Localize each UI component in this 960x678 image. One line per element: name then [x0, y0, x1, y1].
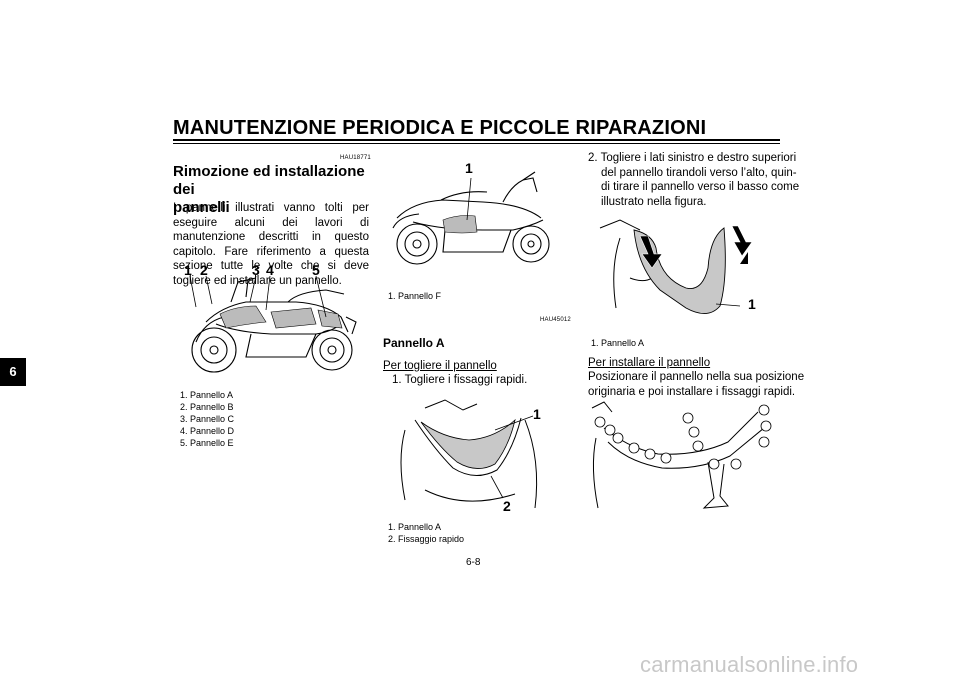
- callout-2: 2: [503, 498, 511, 514]
- step2-line3: di tirare il pannello verso il basso com…: [601, 181, 800, 194]
- callout-1: 1: [748, 296, 756, 312]
- section-title-line2: pannelli: [173, 199, 230, 216]
- step2-line2: del pannello tirandoli verso l’alto, qui…: [601, 166, 797, 179]
- figure3-captions: 1. Pannello A 2. Fissaggio rapido: [388, 521, 464, 545]
- figure-front-panel: 1 2: [385, 390, 550, 515]
- callout-4: 4: [266, 262, 274, 278]
- callout-2: 2: [200, 262, 208, 278]
- caption-item: 3. Pannello C: [180, 414, 235, 424]
- section-code: HAU18771: [340, 155, 371, 161]
- section-body: I pannelli illustrati vanno tolti per es…: [173, 202, 369, 287]
- chapter-tab[interactable]: 6: [0, 358, 26, 386]
- subsection-title: Pannello A: [383, 336, 445, 350]
- panel-removal-illustration: [599, 219, 753, 314]
- figure2-captions: 1. Pannello F: [388, 290, 441, 302]
- figure1-captions: 1. Pannello A 2. Pannello B 3. Pannello …: [180, 389, 234, 449]
- step2-line1: 2. Togliere i lati sinistro e destro sup…: [588, 152, 797, 164]
- step2-line4: illustrato nella figura.: [601, 195, 707, 208]
- caption-item: 1. Pannello A: [388, 522, 442, 532]
- section-title: Rimozione ed installazione dei pannelli: [173, 163, 373, 217]
- caption-item: 5. Pannello E: [180, 438, 234, 448]
- title-rule: [173, 139, 780, 141]
- panel-installation-illustration: [591, 401, 772, 509]
- step1: 1. Togliere i fissaggi rapidi.: [392, 374, 528, 386]
- callout-3: 3: [252, 262, 260, 278]
- install-line2: originaria e poi installare i fissaggi r…: [588, 385, 796, 398]
- install-line1: Posizionare il pannello nella sua posizi…: [588, 371, 805, 383]
- caption-item: 1. Pannello A: [180, 390, 234, 400]
- front-panel-illustration: [400, 399, 538, 509]
- callout-1: 1: [465, 160, 473, 176]
- remove-heading: Per togliere il pannello: [383, 360, 497, 372]
- install-heading: Per installare il pannello: [588, 357, 711, 369]
- callout-1: 1: [533, 406, 541, 422]
- caption-item: 2. Fissaggio rapido: [388, 534, 465, 544]
- page-title: MANUTENZIONE PERIODICA E PICCOLE RIPARAZ…: [173, 117, 707, 139]
- figure-scooter-panel-f: 1: [383, 158, 558, 276]
- caption-item: 1. Pannello A: [591, 338, 645, 348]
- step2: 2. Togliere i lati sinistro e destro sup…: [588, 151, 800, 209]
- caption-item: 2. Pannello B: [180, 402, 234, 412]
- scooter-illustration: [189, 275, 357, 373]
- figure4-captions: 1. Pannello A: [591, 337, 644, 349]
- section-title-line1: Rimozione ed installazione dei: [173, 163, 365, 198]
- callout-1: 1: [184, 262, 192, 278]
- figure-panel-removal: 1: [590, 208, 768, 330]
- page-number: 6-8: [466, 557, 481, 568]
- caption-item: 1. Pannello F: [388, 291, 442, 301]
- section-code: HAU45012: [540, 317, 571, 323]
- figure-scooter-panels: 1 2 3 4 5: [176, 262, 372, 384]
- scooter-illustration-f: [392, 171, 550, 265]
- install-text: Posizionare il pannello nella sua posizi…: [588, 370, 805, 399]
- footer-watermark[interactable]: carmanualsonline.info: [640, 652, 859, 677]
- caption-item: 4. Pannello D: [180, 426, 235, 436]
- callout-5: 5: [312, 262, 320, 278]
- figure-panel-installation: [588, 398, 778, 522]
- title-rule-thin: [173, 143, 780, 144]
